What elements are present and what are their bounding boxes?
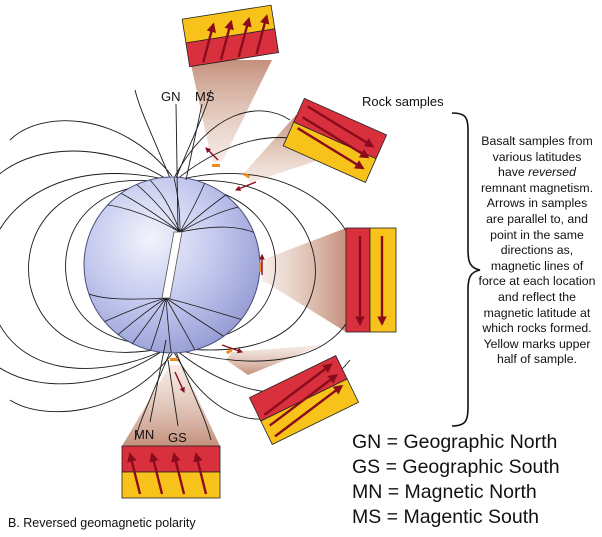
label-ms: MS <box>195 89 215 104</box>
beam-right <box>262 228 346 332</box>
description-part-1: Basalt samples from various latitudes ha… <box>481 134 593 180</box>
rock-sample-bottom <box>121 445 221 499</box>
description-brace <box>451 112 481 427</box>
label-mn: MN <box>134 427 155 442</box>
beam-bottom <box>122 365 220 446</box>
description-text: Basalt samples from various latitudes ha… <box>478 134 596 368</box>
label-pointers <box>149 103 203 427</box>
legend-entry-gn: GN = Geographic North <box>352 431 558 453</box>
legend-entry-ms: MS = Magentic South <box>352 506 539 528</box>
legend-entry-gs: GS = Geographic South <box>352 456 560 478</box>
description-emphasis: reversed <box>528 165 576 180</box>
surface-field-arrows <box>174 147 265 394</box>
rock-sample-top <box>181 4 280 68</box>
label-gn: GN <box>161 89 181 104</box>
rock-sample-upper-right <box>282 97 388 183</box>
label-gs: GS <box>168 430 187 445</box>
sample-location-marks <box>170 164 262 361</box>
rock-sample-right <box>345 227 397 333</box>
beam-top <box>190 60 272 162</box>
sample-beams <box>122 60 364 446</box>
figure-caption: B. Reversed geomagnetic polarity <box>8 516 196 530</box>
bar-magnet <box>161 231 183 299</box>
rock-sample-lower-right <box>248 355 360 445</box>
description-part-2: remnant magnetism. Arrows in samples are… <box>478 180 596 367</box>
label-rock-samples: Rock samples <box>362 94 444 109</box>
legend-entry-mn: MN = Magnetic North <box>352 481 537 503</box>
abbreviation-legend: GN = Geographic North GS = Geographic So… <box>352 430 560 530</box>
